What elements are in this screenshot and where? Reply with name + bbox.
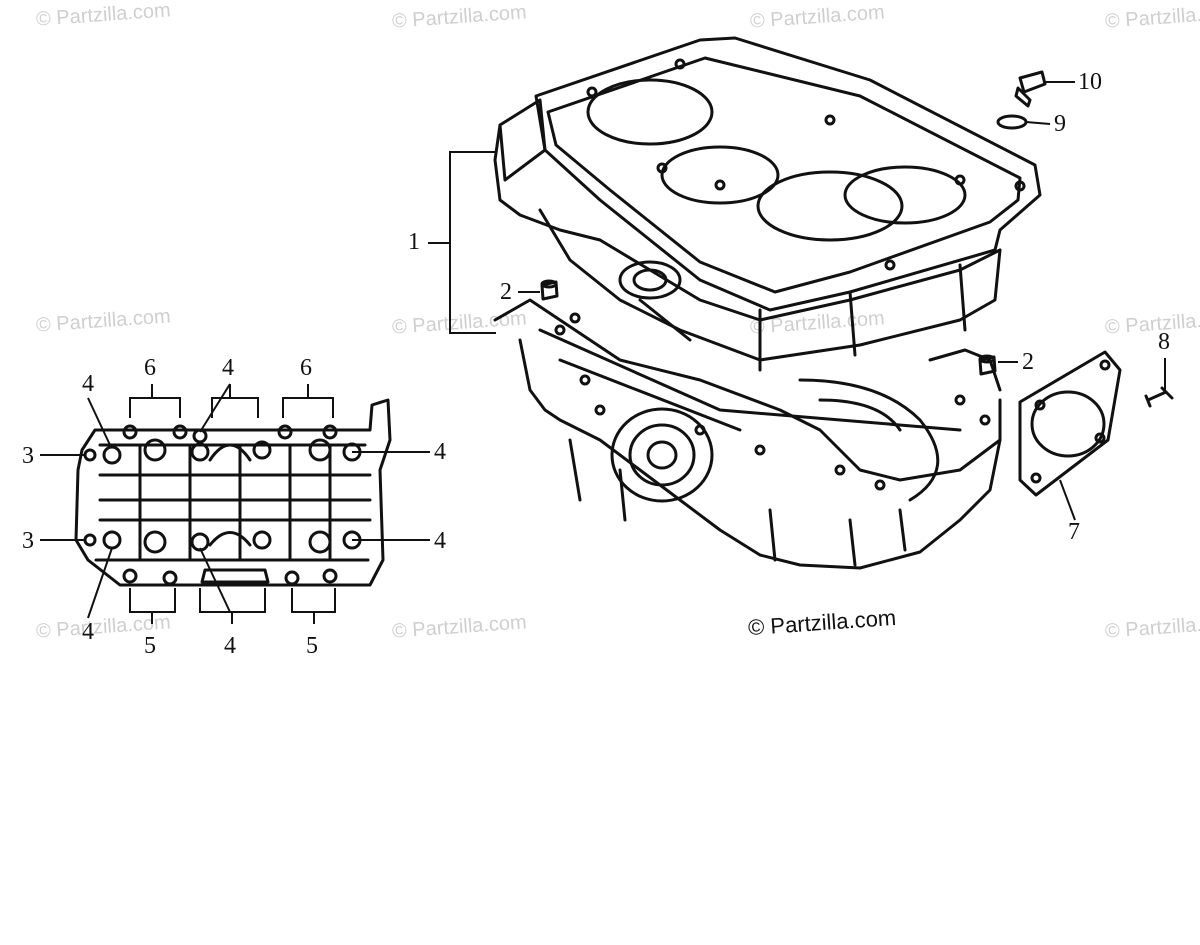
bottom-view-drawing <box>74 398 392 587</box>
callout-2: 2 <box>1022 349 1034 375</box>
cover-plate-drawing <box>1018 350 1122 497</box>
callout-3: 3 <box>22 443 34 469</box>
callout-4: 4 <box>222 355 234 381</box>
callout-4: 4 <box>82 371 94 397</box>
upper-crankcase-drawing <box>493 36 1042 372</box>
dowel-pin-2-drawing <box>978 354 997 376</box>
dowel-pin-drawing <box>540 279 559 301</box>
callout-4: 4 <box>82 619 94 645</box>
callout-3: 3 <box>22 528 34 554</box>
callout-4: 4 <box>434 528 446 554</box>
callout-8: 8 <box>1158 329 1170 355</box>
callout-9: 9 <box>1054 111 1066 137</box>
washer-drawing <box>996 114 1028 130</box>
callout-6: 6 <box>300 355 312 381</box>
callout-2: 2 <box>500 279 512 305</box>
callout-1: 1 <box>408 229 420 255</box>
callout-5: 5 <box>144 633 156 659</box>
screw-drawing <box>1144 386 1174 408</box>
callout-7: 7 <box>1068 519 1080 545</box>
callout-10: 10 <box>1078 69 1102 95</box>
callout-6: 6 <box>144 355 156 381</box>
lower-crankcase-drawing <box>493 298 1002 570</box>
callout-4: 4 <box>434 439 446 465</box>
callout-4: 4 <box>224 633 236 659</box>
leader-lines <box>40 81 1166 624</box>
callout-5: 5 <box>306 633 318 659</box>
drain-bolt-drawing <box>1014 70 1047 108</box>
